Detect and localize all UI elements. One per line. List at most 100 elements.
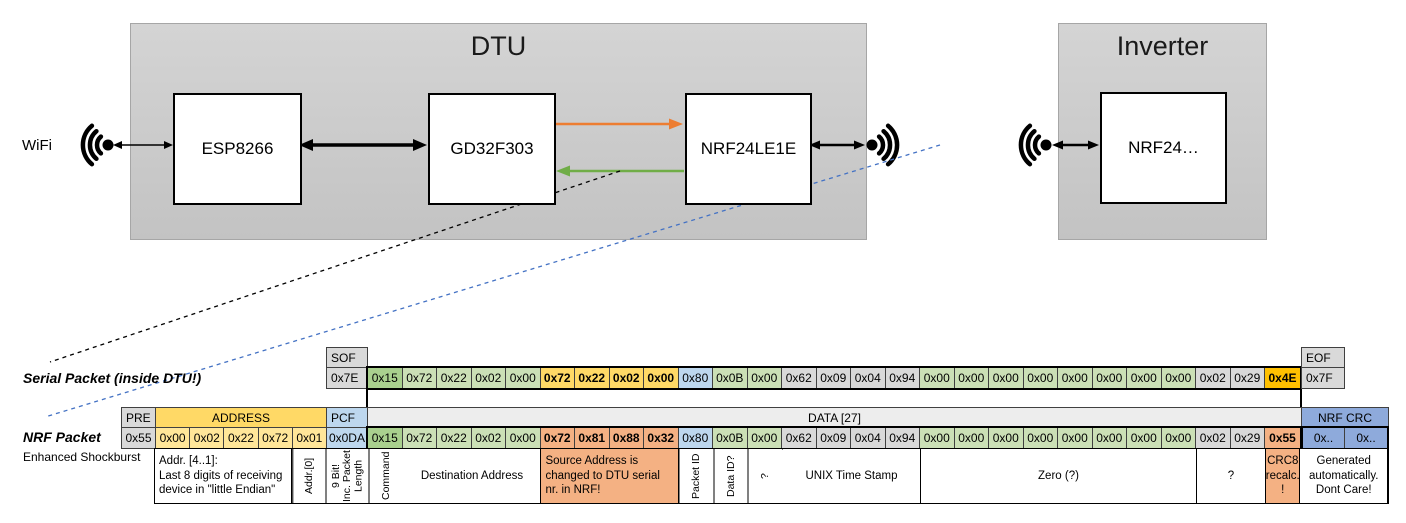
byte-cell: 0x62	[782, 368, 817, 388]
byte-cell: 0x00	[920, 428, 955, 448]
chip-gd32f303-label: GD32F303	[450, 139, 534, 158]
wifi-icon-nrf	[866, 123, 900, 167]
nrf-packet-label: NRF Packet	[23, 429, 101, 445]
byte-cell: 0x00	[1023, 428, 1058, 448]
serial-packet-label: Serial Packet (inside DTU!)	[23, 370, 202, 386]
nrf-address-byte: 0x00	[156, 428, 191, 448]
annotation-cell: Addr.[0]	[292, 449, 327, 503]
annotation-cell: CRC8 recalc. !	[1265, 449, 1301, 503]
enhanced-shockburst-label: Enhanced Shockburst	[23, 450, 141, 464]
wifi-icon-dtu	[80, 123, 114, 167]
byte-cell: 0x00	[1058, 368, 1093, 388]
chip-esp8266-label: ESP8266	[201, 139, 274, 158]
annotation-cell: Data ID?	[713, 449, 749, 503]
annotation-cell: Addr. [4..1]: Last 8 digits of receiving…	[155, 449, 293, 503]
nrf-address-byte: 0x01	[292, 428, 327, 448]
chip-nrf24-inverter: NRF24…	[1100, 92, 1227, 204]
byte-cell: 0x00	[1058, 428, 1093, 448]
annotation-cell: 9 Bit! Inc. Packet Length	[326, 449, 369, 503]
byte-cell: 0x00	[747, 368, 782, 388]
serial-eof-header: EOF	[1301, 347, 1345, 368]
annotation-cell: Zero (?)	[920, 449, 1197, 503]
byte-cell: 0x00	[1161, 428, 1196, 448]
nrf-crc-byte: 0x..	[1345, 428, 1387, 448]
byte-cell: 0x00	[1092, 368, 1127, 388]
byte-cell: 0x55	[1265, 428, 1300, 448]
byte-cell: 0x0B	[713, 428, 748, 448]
chip-nrf24-inverter-label: NRF24…	[1128, 138, 1199, 157]
byte-cell: 0x0B	[713, 368, 748, 388]
byte-cell: 0x80	[678, 428, 713, 448]
byte-cell: 0x02	[609, 368, 644, 388]
byte-cell: 0x00	[644, 368, 679, 388]
byte-cell: 0x00	[1092, 428, 1127, 448]
nrf-address-byte: 0x02	[190, 428, 225, 448]
byte-cell: 0x22	[437, 428, 472, 448]
data-region-connector-left	[366, 389, 368, 408]
byte-cell: 0x00	[1127, 368, 1162, 388]
byte-cell: 0x00	[989, 368, 1024, 388]
byte-cell: 0x00	[1127, 428, 1162, 448]
byte-cell: 0x94	[885, 368, 920, 388]
annotation-cell: ?	[1196, 449, 1266, 503]
byte-cell: 0x72	[402, 428, 437, 448]
nrf-data-header: DATA [27]	[367, 407, 1302, 428]
byte-cell: 0x72	[402, 368, 437, 388]
serial-sof-header: SOF	[326, 347, 368, 368]
byte-cell: 0x04	[851, 428, 886, 448]
byte-cell: 0x29	[1230, 368, 1265, 388]
byte-cell: 0x02	[471, 368, 506, 388]
chip-nrf24le1e: NRF24LE1E	[685, 93, 812, 205]
nrf-address-header: ADDRESS	[156, 408, 327, 427]
byte-cell: 0x02	[1196, 368, 1231, 388]
byte-cell: 0x00	[747, 428, 782, 448]
byte-cell: 0x81	[575, 428, 610, 448]
nrf-address-byte: 0x22	[224, 428, 259, 448]
nrf-crc-header: NRF CRC	[1301, 407, 1389, 428]
byte-cell: 0x09	[816, 428, 851, 448]
annotation-cell: Packet ID	[679, 449, 714, 503]
byte-cell: 0x02	[1196, 428, 1231, 448]
byte-cell: 0x4E	[1265, 368, 1300, 388]
chip-nrf24le1e-label: NRF24LE1E	[700, 139, 797, 158]
serial-eof-value: 0x7F	[1301, 367, 1345, 389]
byte-cell: 0x00	[506, 368, 541, 388]
byte-cell: 0x00	[1161, 368, 1196, 388]
wifi-icon-inverter	[1018, 123, 1052, 167]
byte-cell: 0x88	[609, 428, 644, 448]
chip-gd32f303: GD32F303	[428, 93, 556, 205]
byte-cell: 0x72	[540, 428, 575, 448]
byte-cell: 0x09	[816, 368, 851, 388]
annotation-cell: Destination Address	[403, 449, 542, 503]
byte-cell: 0x15	[368, 428, 403, 448]
nrf-pcf-value: 0x0DA	[326, 428, 367, 448]
nrf-address-byte: 0x72	[258, 428, 293, 448]
byte-cell: 0x62	[782, 428, 817, 448]
byte-cell: 0x02	[471, 428, 506, 448]
byte-cell: 0x04	[851, 368, 886, 388]
nrf-pre-header: PRE	[122, 408, 156, 427]
annotation-cell: Generated automatically. Dont Care!	[1300, 449, 1388, 503]
nrf-annotation-row: Addr. [4..1]: Last 8 digits of receiving…	[154, 448, 1389, 504]
nrf-pre-value: 0x55	[122, 428, 156, 448]
byte-cell: 0x22	[575, 368, 610, 388]
dtu-title: DTU	[470, 31, 527, 61]
chip-esp8266: ESP8266	[173, 93, 302, 205]
byte-cell: 0x80	[678, 368, 713, 388]
annotation-cell: Source Address is changed to DTU serial …	[541, 449, 680, 503]
byte-cell: 0x29	[1230, 428, 1265, 448]
byte-cell: 0x00	[920, 368, 955, 388]
annotation-cell: Command	[368, 449, 404, 503]
data-region-connector-right	[1300, 389, 1302, 408]
byte-cell: 0x00	[989, 428, 1024, 448]
byte-cell: 0x00	[506, 428, 541, 448]
byte-cell: 0x32	[644, 428, 679, 448]
byte-cell: 0x94	[885, 428, 920, 448]
wifi-label: WiFi	[22, 137, 52, 154]
byte-cell: 0x00	[1023, 368, 1058, 388]
nrf-crc-region: 0x..0x..	[1301, 426, 1389, 450]
